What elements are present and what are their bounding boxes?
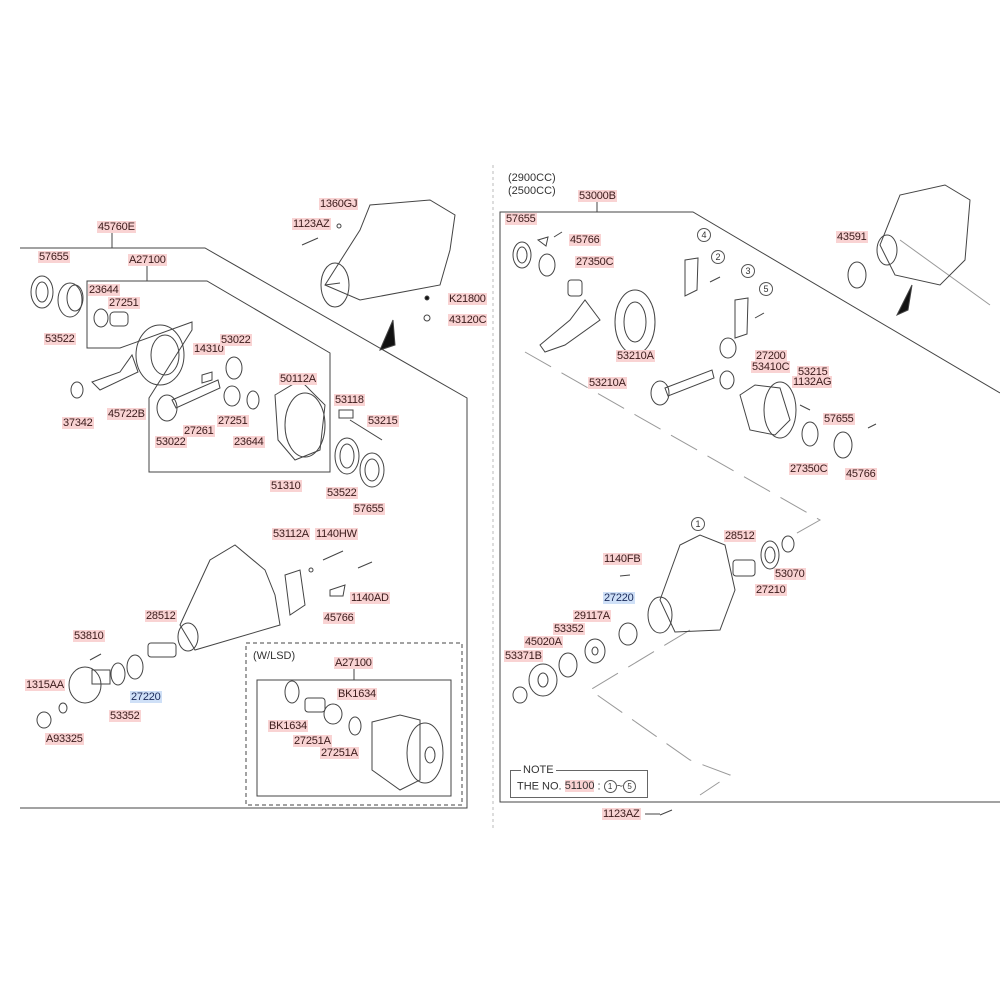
- part-number-label[interactable]: 43120C: [448, 314, 488, 326]
- note-to-circle: 5: [623, 780, 637, 793]
- part-number-label[interactable]: 43591: [836, 231, 868, 243]
- lsd-heading: (W/LSD): [253, 650, 296, 662]
- note-prefix: THE NO.: [517, 780, 562, 793]
- part-number-label[interactable]: 53000B: [578, 190, 617, 202]
- lsd-parts: [284, 680, 444, 791]
- part-number-label[interactable]: 53371B: [504, 650, 543, 662]
- part-number-label[interactable]: 53022: [155, 436, 187, 448]
- part-number-label[interactable]: 1123AZ: [292, 218, 331, 230]
- note-sep: :: [597, 780, 601, 793]
- part-number-label[interactable]: 53215: [797, 366, 829, 378]
- part-number-label[interactable]: 27251A: [293, 735, 332, 747]
- part-number-label[interactable]: 45766: [845, 468, 877, 480]
- part-number-label[interactable]: 28512: [145, 610, 177, 622]
- part-number-label[interactable]: 53210A: [616, 350, 655, 362]
- note-box: NOTE THE NO. 51100 : 1~5: [510, 764, 648, 798]
- circled-reference-number: 5: [759, 282, 773, 296]
- left-parts: [30, 275, 385, 488]
- engine-2500cc-heading: (2500CC): [508, 185, 556, 197]
- part-number-label[interactable]: 45760E: [97, 221, 136, 233]
- frame-lsd: [245, 642, 463, 806]
- part-number-label[interactable]: 53022: [220, 334, 252, 346]
- part-number-label[interactable]: 27251: [108, 297, 140, 309]
- part-number-label[interactable]: 53410C: [751, 361, 791, 373]
- note-title: NOTE: [521, 764, 556, 776]
- note-text: THE NO. 51100 : 1~5: [517, 780, 637, 793]
- part-number-label[interactable]: 45766: [323, 612, 355, 624]
- part-number-label[interactable]: 53522: [44, 333, 76, 345]
- part-number-label[interactable]: 28512: [724, 530, 756, 542]
- frame-45760E: [20, 247, 468, 809]
- part-number-label[interactable]: 27251A: [320, 747, 359, 759]
- part-number-label[interactable]: 1140HW: [315, 528, 358, 540]
- part-number-label[interactable]: 57655: [505, 213, 537, 225]
- part-number-label[interactable]: 53352: [553, 623, 585, 635]
- part-number-label[interactable]: 53810: [73, 630, 105, 642]
- circled-reference-number: 2: [711, 250, 725, 264]
- note-from-circle: 1: [603, 780, 617, 793]
- part-number-label[interactable]: 1315AA: [25, 679, 65, 691]
- part-number-label[interactable]: BK1634: [268, 720, 308, 732]
- part-number-label[interactable]: 53522: [326, 487, 358, 499]
- part-number-label[interactable]: 37342: [62, 417, 94, 429]
- part-number-label[interactable]: 57655: [38, 251, 70, 263]
- part-number-label[interactable]: 53112A: [272, 528, 310, 540]
- part-number-label[interactable]: 45722B: [107, 408, 146, 420]
- part-number-label[interactable]: 14310: [193, 343, 225, 355]
- part-number-label[interactable]: 51310: [270, 480, 302, 492]
- part-number-label[interactable]: 23644: [233, 436, 265, 448]
- part-number-label[interactable]: 45766: [569, 234, 601, 246]
- part-number-label[interactable]: 45020A: [524, 636, 563, 648]
- circled-reference-number: 4: [697, 228, 711, 242]
- circled-reference-number: 1: [691, 517, 705, 531]
- frame-53000B: [499, 211, 1000, 803]
- part-number-label[interactable]: 27220: [130, 691, 162, 703]
- part-number-label[interactable]: 57655: [353, 503, 385, 515]
- engine-2900cc-heading: (2900CC): [508, 172, 556, 184]
- part-number-label[interactable]: 53352: [109, 710, 141, 722]
- part-number-label[interactable]: 27200: [755, 350, 787, 362]
- circled-reference-number: 3: [741, 264, 755, 278]
- frame-A27100: [86, 280, 331, 473]
- part-number-label[interactable]: 27210: [755, 584, 787, 596]
- part-number-label[interactable]: 27261: [183, 425, 215, 437]
- part-number-label[interactable]: 53070: [774, 568, 806, 580]
- part-number-label[interactable]: 1132AG: [792, 376, 833, 388]
- part-number-label[interactable]: 1123AZ: [602, 808, 641, 820]
- note-part-number[interactable]: 51100: [564, 780, 595, 793]
- part-number-label[interactable]: 27350C: [575, 256, 615, 268]
- part-number-label[interactable]: 1140AD: [350, 592, 390, 604]
- part-number-label[interactable]: BK1634: [337, 688, 377, 700]
- carrier-housing: [36, 544, 373, 729]
- part-number-label[interactable]: 53118: [334, 394, 365, 406]
- part-number-label[interactable]: A27100: [128, 254, 167, 266]
- part-number-label[interactable]: A27100: [334, 657, 373, 669]
- part-number-label[interactable]: 57655: [823, 413, 855, 425]
- part-number-label[interactable]: 50112A: [279, 373, 317, 385]
- part-number-label[interactable]: 53210A: [588, 377, 627, 389]
- note-tilde: ~: [616, 780, 624, 793]
- part-number-label[interactable]: 27251: [217, 415, 249, 427]
- part-number-label[interactable]: A93325: [45, 733, 84, 745]
- part-number-label[interactable]: 1360GJ: [319, 198, 359, 210]
- part-number-label[interactable]: 27220: [603, 592, 635, 604]
- axle-housing-top: [301, 199, 456, 351]
- part-number-label[interactable]: 27350C: [789, 463, 829, 475]
- part-number-label[interactable]: 1140FB: [603, 553, 642, 565]
- part-number-label[interactable]: 23644: [88, 284, 120, 296]
- part-number-label[interactable]: K21800: [448, 293, 487, 305]
- part-number-label[interactable]: 53215: [367, 415, 399, 427]
- right-parts: [512, 184, 971, 816]
- part-number-label[interactable]: 29117A: [573, 610, 611, 622]
